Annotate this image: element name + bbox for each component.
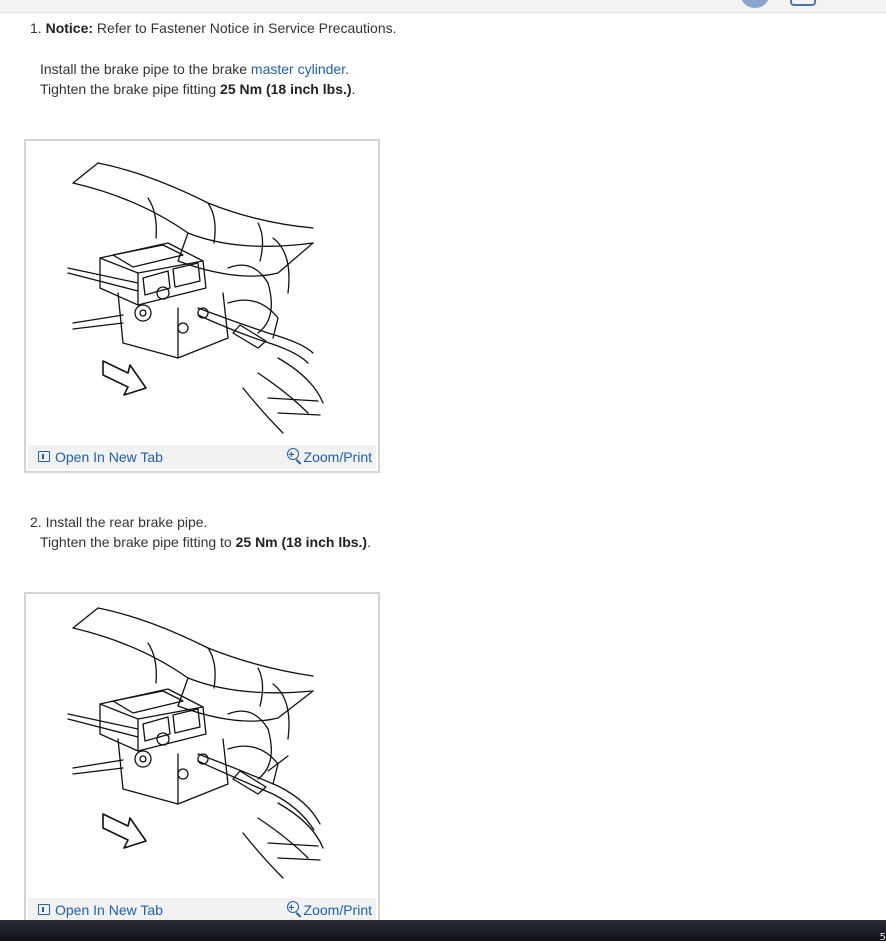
step-1-instruction: Install the brake pipe to the brake mast… (40, 61, 349, 77)
brake-pipe-illustration[interactable] (28, 143, 376, 445)
taskbar-edge-text: 5 (879, 932, 886, 943)
user-avatar[interactable] (740, 0, 770, 8)
zoom-print-link[interactable]: Zoom/Print (286, 897, 372, 922)
step-2-number: 2. (30, 514, 42, 530)
figure-1-actions: Open In New Tab Zoom/Print (28, 444, 376, 469)
notification-icon[interactable] (790, 0, 816, 6)
zoom-in-icon (286, 897, 299, 921)
step-1-torque: Tighten the brake pipe fitting 25 Nm (18… (40, 81, 356, 97)
step-1-notice: 1. Notice: Refer to Fastener Notice in S… (30, 18, 397, 38)
taskbar: 5 (0, 920, 886, 943)
figure-2-actions: Open In New Tab Zoom/Print (28, 897, 376, 922)
open-new-tab-icon (38, 451, 50, 463)
notice-label: Notice: (45, 20, 94, 36)
open-in-new-tab-link[interactable]: Open In New Tab (38, 445, 163, 469)
zoom-in-icon (286, 444, 299, 468)
zoom-print-link[interactable]: Zoom/Print (286, 444, 372, 469)
torque-spec: 25 Nm (18 inch lbs.) (220, 81, 352, 97)
step-2-torque: Tighten the brake pipe fitting to 25 Nm … (40, 534, 371, 550)
figure-1: Open In New Tab Zoom/Print (24, 139, 380, 473)
master-cylinder-link[interactable]: master cylinder (250, 61, 346, 77)
torque-spec: 25 Nm (18 inch lbs.) (235, 534, 368, 550)
figure-2: Open In New Tab Zoom/Print (24, 592, 380, 926)
top-toolbar (0, 0, 886, 13)
step-1-number: 1. (30, 20, 42, 36)
open-new-tab-icon (38, 904, 50, 916)
open-in-new-tab-link[interactable]: Open In New Tab (38, 898, 163, 922)
notice-text: Refer to Fastener Notice in Service Prec… (93, 20, 397, 36)
rear-brake-pipe-illustration[interactable] (28, 596, 376, 898)
step-2-title: 2. Install the rear brake pipe. (30, 514, 208, 530)
